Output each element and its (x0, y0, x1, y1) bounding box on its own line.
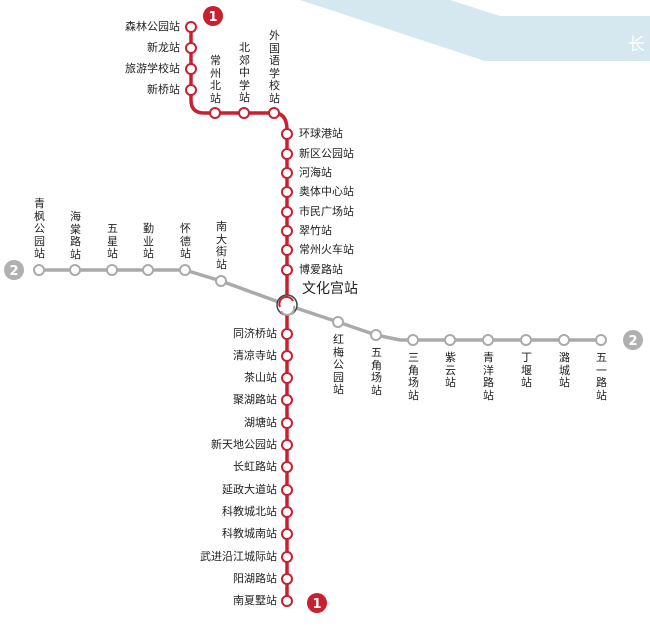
station-label[interactable]: 同济桥站 (233, 327, 277, 340)
station-label[interactable]: 新桥站 (147, 83, 180, 96)
station-label[interactable]: 科教城北站 (222, 505, 277, 518)
station-label[interactable]: 潞城站 (559, 351, 570, 389)
station-label[interactable]: 武进沿江城际站 (200, 550, 277, 563)
station-label[interactable]: 丁堰站 (521, 351, 532, 389)
station-label[interactable]: 新天地公园站 (211, 438, 277, 451)
svg-text:1: 1 (312, 597, 321, 612)
station-label[interactable]: 湖塘站 (244, 416, 277, 429)
station-label[interactable]: 市民广场站 (299, 205, 354, 218)
station-label[interactable]: 阳湖路站 (233, 572, 277, 585)
station-label[interactable]: 新龙站 (147, 41, 180, 54)
station-label[interactable]: 三角场站 (408, 351, 419, 402)
station-label[interactable]: 森林公园站 (125, 20, 180, 33)
line1-badge-north: 1 (203, 6, 223, 26)
station-label[interactable]: 科教城南站 (222, 527, 277, 540)
station-label[interactable]: 勤业站 (143, 222, 154, 260)
station-label[interactable]: 博爱路站 (299, 263, 343, 276)
station-label[interactable]: 五星站 (107, 222, 118, 260)
station-label[interactable]: 五角场站 (371, 346, 382, 397)
station-label[interactable]: 青洋路站 (483, 351, 494, 402)
station-label[interactable]: 新区公园站 (299, 147, 354, 160)
river (300, 0, 650, 61)
station-label[interactable]: 南大街站 (216, 220, 227, 271)
station-label[interactable]: 外国语学校站 (269, 29, 280, 105)
line2-stations (33, 264, 607, 346)
station-label[interactable]: 红梅公园站 (333, 333, 344, 396)
station-label[interactable]: 聚湖路站 (233, 393, 277, 406)
svg-text:2: 2 (9, 264, 18, 279)
station-label[interactable]: 环球港站 (299, 127, 343, 140)
station-label[interactable]: 五一路站 (596, 351, 607, 402)
line1-badge-south: 1 (307, 593, 327, 613)
line1-stations (185, 21, 293, 607)
station-label[interactable]: 紫云站 (445, 351, 456, 389)
station-label[interactable]: 南夏墅站 (233, 594, 277, 607)
station-label[interactable]: 茶山站 (244, 371, 277, 384)
station-label[interactable]: 延政大道站 (222, 483, 277, 496)
line2-badge-east: 2 (623, 330, 643, 350)
station-label[interactable]: 青枫公园站 (34, 197, 45, 260)
interchange-label[interactable]: 文化宫站 (302, 281, 358, 297)
station-label[interactable]: 清凉寺站 (233, 349, 277, 362)
station-label[interactable]: 河海站 (299, 166, 332, 179)
station-label[interactable]: 翠竹站 (299, 224, 332, 237)
interchange-icon (276, 294, 298, 316)
station-label[interactable]: 常州北站 (210, 54, 221, 105)
station-label[interactable]: 北郊中学站 (239, 41, 250, 104)
station-label[interactable]: 旅游学校站 (125, 62, 180, 75)
station-label[interactable]: 怀德站 (180, 222, 191, 260)
station-label[interactable]: 海棠路站 (70, 210, 81, 261)
line2-track (39, 268, 601, 342)
station-label[interactable]: 长虹路站 (233, 460, 277, 473)
station-label[interactable]: 常州火车站 (299, 243, 354, 256)
svg-text:1: 1 (208, 10, 217, 25)
station-label[interactable]: 奥体中心站 (299, 185, 354, 198)
line2-badge-west: 2 (4, 260, 24, 280)
svg-text:2: 2 (628, 334, 637, 349)
river-label: 长 (628, 35, 645, 55)
